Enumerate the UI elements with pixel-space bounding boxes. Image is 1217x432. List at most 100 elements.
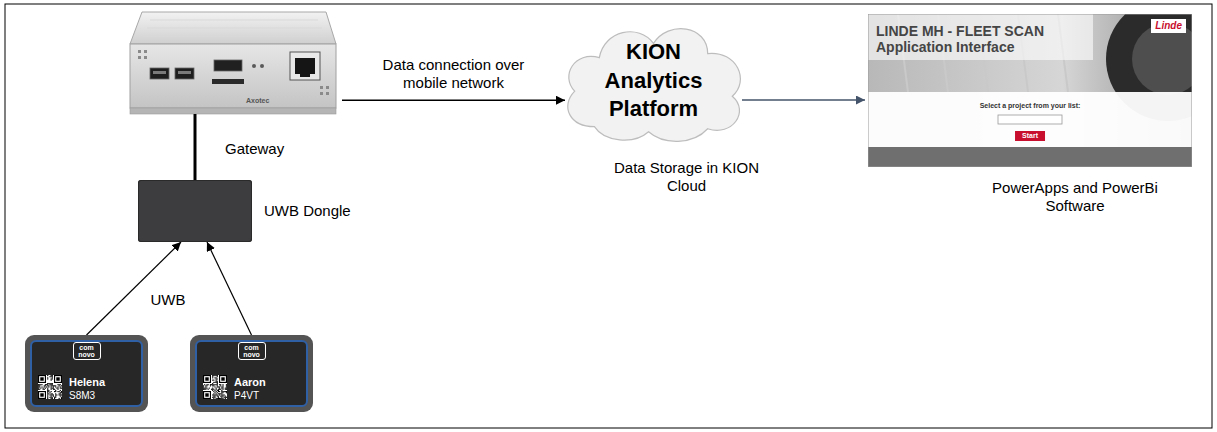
connector-arrow [342, 99, 565, 101]
decor [203, 386, 204, 387]
tag-name: Aaron [234, 376, 266, 389]
decor [213, 384, 214, 385]
decor [147, 28, 322, 29]
decor [218, 391, 219, 392]
device-label: UWB Dongle [264, 202, 351, 220]
decor [213, 375, 214, 376]
decor [51, 394, 52, 395]
decor [150, 20, 318, 21]
decor [205, 393, 208, 396]
decor [252, 64, 256, 68]
decor [47, 388, 48, 389]
decor [220, 398, 221, 399]
outer-frame [5, 4, 1212, 428]
decor [38, 385, 39, 386]
decor [40, 384, 41, 385]
decor [212, 377, 213, 378]
decor [56, 394, 57, 395]
decor [216, 378, 217, 379]
decor [218, 398, 219, 399]
decor [203, 385, 204, 386]
decor [54, 375, 62, 383]
decor [49, 384, 50, 385]
decor [222, 398, 223, 399]
decor [51, 388, 52, 389]
decor [210, 385, 211, 386]
decor [217, 376, 218, 377]
decor [214, 386, 215, 387]
decor [48, 391, 49, 392]
decor [47, 391, 48, 392]
decor [52, 377, 53, 378]
decor [52, 384, 53, 385]
decor [222, 391, 223, 392]
decor [59, 393, 60, 394]
decor [219, 393, 220, 394]
decor [217, 383, 218, 384]
decor [130, 12, 336, 44]
decor [51, 378, 52, 379]
decor [205, 377, 208, 380]
connector-arrow [207, 242, 252, 335]
decor [214, 382, 215, 383]
decor [998, 115, 1062, 124]
decor [53, 385, 54, 386]
decor [51, 375, 52, 376]
decor [326, 92, 329, 95]
decor [868, 14, 1093, 60]
decor [226, 389, 227, 390]
decor [218, 386, 219, 387]
decor [45, 384, 46, 385]
decor [47, 393, 48, 394]
decor [51, 384, 52, 385]
decor [206, 384, 207, 385]
decor [45, 385, 46, 386]
decor [221, 393, 222, 394]
decor [221, 377, 224, 380]
decor [221, 392, 222, 393]
decor [59, 384, 60, 385]
decor [220, 376, 226, 382]
decor [203, 389, 204, 390]
decor [214, 392, 215, 393]
decor [52, 375, 53, 376]
link-type-label: UWB [151, 291, 186, 309]
decor [55, 376, 61, 382]
decor [47, 384, 48, 385]
decor [54, 385, 55, 386]
decor [868, 14, 1192, 167]
decor [213, 382, 214, 383]
decor [45, 388, 46, 389]
screen-caption: PowerApps and PowerBi Software [975, 179, 1175, 215]
decor [57, 384, 58, 385]
decor [56, 377, 59, 380]
decor [212, 376, 213, 377]
decor [40, 377, 43, 380]
decor [214, 384, 215, 385]
decor [203, 375, 211, 383]
platform-title: KION Analytics Platform [589, 38, 719, 124]
decor [153, 71, 166, 74]
decor [47, 377, 48, 378]
decor [206, 388, 207, 389]
decor [60, 393, 61, 394]
decor [216, 398, 217, 399]
decor [212, 389, 213, 390]
decor [38, 375, 46, 383]
connector-arrow [194, 114, 197, 180]
decor [210, 384, 211, 385]
brand-logo: Linde [1151, 19, 1186, 33]
decor [38, 375, 62, 399]
decor [47, 385, 48, 386]
decor [203, 388, 204, 389]
decor [218, 390, 219, 391]
decor [212, 380, 213, 381]
decor [216, 382, 217, 383]
decor [48, 393, 49, 394]
start-button: Start [1015, 131, 1045, 141]
decor [52, 378, 53, 379]
decor [216, 394, 217, 395]
decor [60, 396, 61, 397]
decor [39, 376, 45, 382]
